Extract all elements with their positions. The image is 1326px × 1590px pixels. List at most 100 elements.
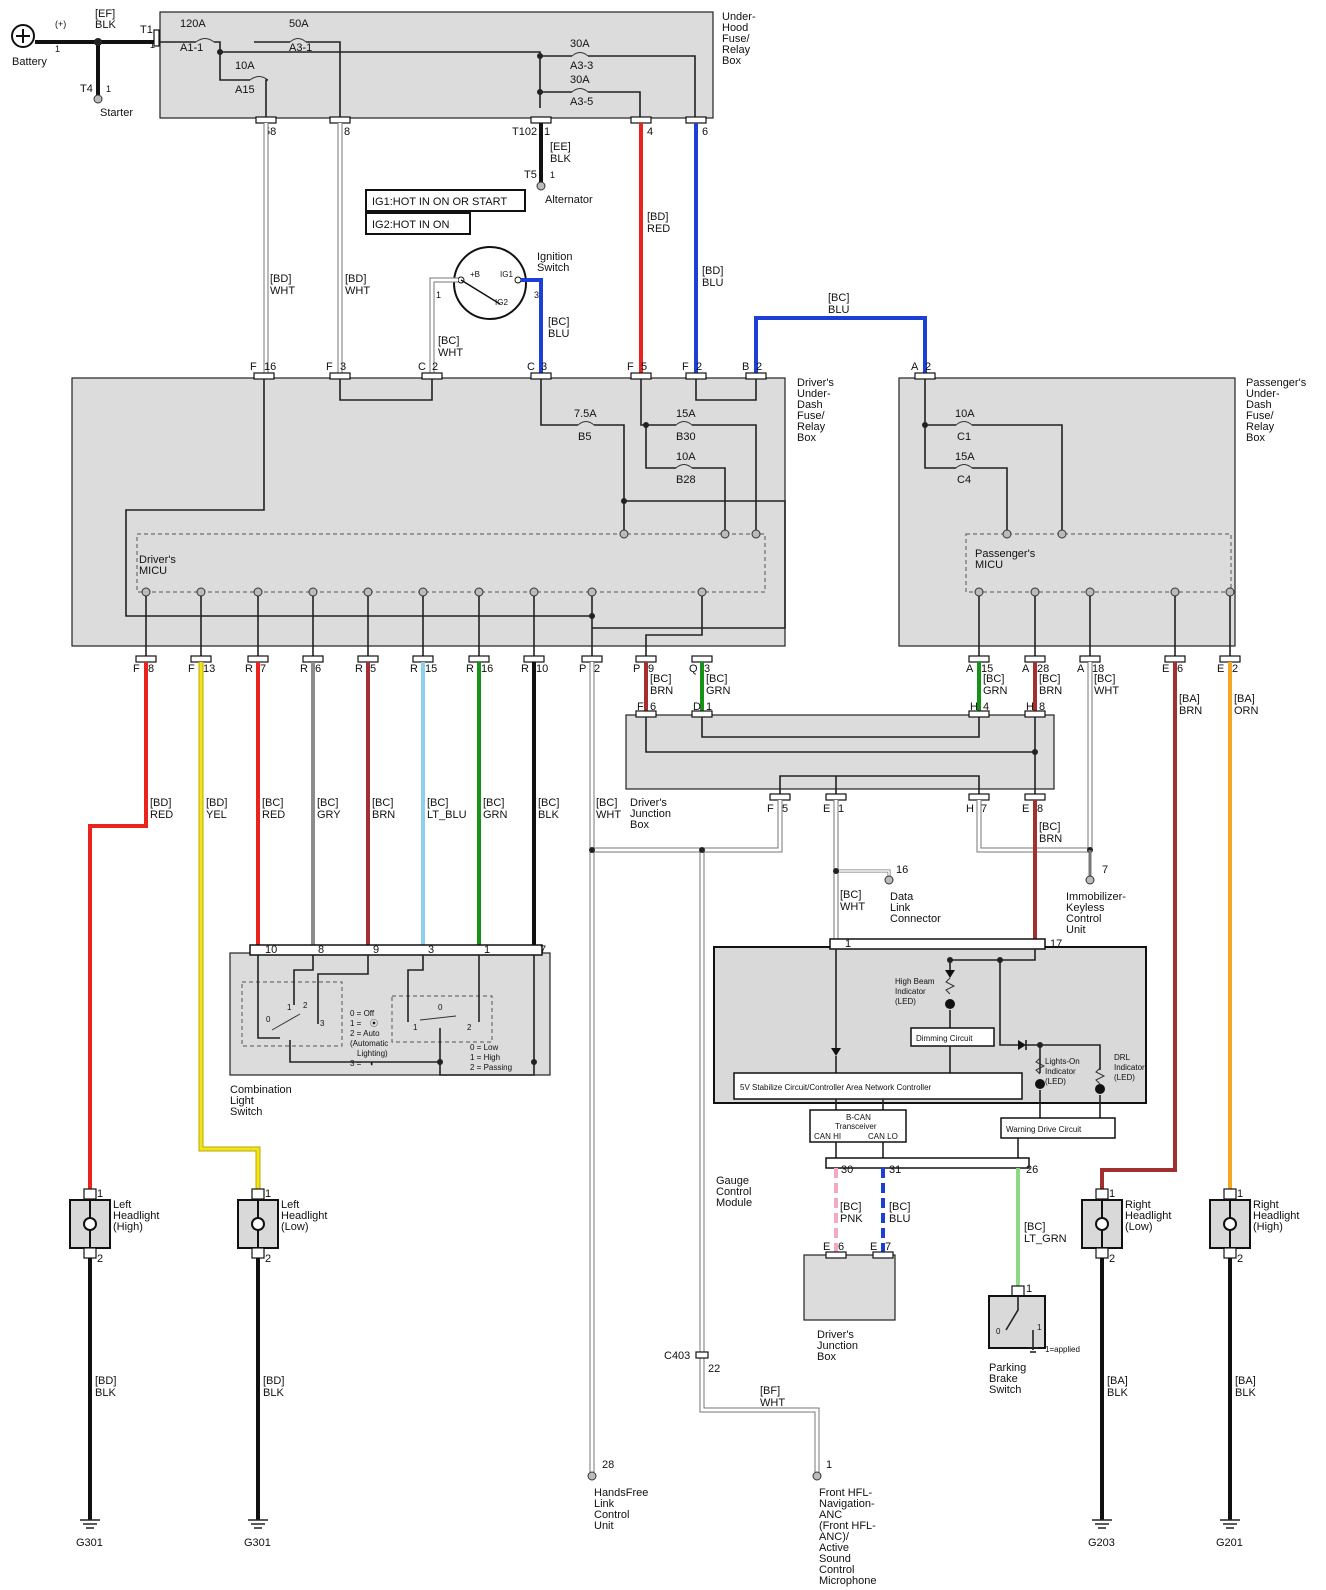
svg-text:BRN: BRN <box>650 685 673 697</box>
dimming-label: Dimming Circuit <box>916 1034 973 1043</box>
fuse-a3-3-amps: 30A <box>570 38 590 50</box>
svg-text:H: H <box>1026 701 1034 713</box>
w-uh58-code: [BD] <box>270 273 291 285</box>
parking-light-icon: ⦿ <box>370 1019 378 1028</box>
svg-text:[BC]: [BC] <box>706 673 727 685</box>
ign-ig2: IG2 <box>495 298 508 307</box>
svg-text:ORN: ORN <box>1234 705 1259 717</box>
svg-text:3: 3 <box>704 663 710 675</box>
svg-text:Fuse/: Fuse/ <box>722 33 750 45</box>
svg-text:DRL: DRL <box>1114 1053 1131 1062</box>
svg-text:[BC]: [BC] <box>1094 673 1115 685</box>
immob-name: Immobilizer- Keyless Control Unit <box>1066 891 1126 936</box>
hl-left-high-name: Left Headlight (High) <box>113 1199 159 1233</box>
svg-text:BLK: BLK <box>538 809 559 821</box>
alt-wire-color: BLK <box>550 153 571 165</box>
svg-text:Hood: Hood <box>722 22 748 34</box>
svg-text:E: E <box>1217 663 1224 675</box>
hl-left-low-name: Left Headlight (Low) <box>281 1199 327 1233</box>
svg-text:F: F <box>627 361 634 373</box>
svg-text:Relay: Relay <box>722 44 751 56</box>
svg-text:[BC]: [BC] <box>840 889 861 901</box>
ig2-info-box <box>365 212 471 235</box>
driver-junction-box-2 <box>803 1254 896 1321</box>
svg-text:D: D <box>693 701 701 713</box>
svg-text:P: P <box>579 663 586 675</box>
svg-text:Junction: Junction <box>817 1340 858 1352</box>
svg-text:0 = Off: 0 = Off <box>350 1009 375 1018</box>
svg-text:(Automatic: (Automatic <box>350 1039 388 1048</box>
svg-text:1 = High: 1 = High <box>470 1053 500 1062</box>
mic-name: Front HFL- Navigation- ANC (Front HFL- A… <box>819 1487 876 1587</box>
alt-pin: 1 <box>550 170 555 180</box>
lights-on-label: Lights-On Indicator (LED) <box>1045 1057 1080 1086</box>
junction-name: Driver's Junction Box <box>630 797 671 831</box>
svg-text:[BC]: [BC] <box>1039 821 1060 833</box>
ground-g301-right: G301 <box>244 1537 271 1549</box>
underhood-fuse-box <box>159 11 714 119</box>
w-uh8-color: WHT <box>345 285 370 297</box>
svg-text:2: 2 <box>265 1253 271 1265</box>
svg-text:[BC]: [BC] <box>1024 1221 1045 1233</box>
headlight-right-high <box>1209 1188 1251 1259</box>
mic-pin: 1 <box>826 1459 832 1471</box>
svg-text:30: 30 <box>841 1164 853 1176</box>
svg-text:Sound: Sound <box>819 1553 851 1565</box>
svg-text:[BD]: [BD] <box>150 797 171 809</box>
svg-text:[BA]: [BA] <box>1235 1375 1256 1387</box>
battery-pin: 1 <box>55 44 60 54</box>
alternator-label: Alternator <box>545 194 593 206</box>
t4-pin: 1 <box>106 84 111 94</box>
combo-connector <box>249 944 543 956</box>
svg-text:6: 6 <box>650 701 656 713</box>
svg-text:F: F <box>767 803 774 815</box>
svg-text:WHT: WHT <box>596 809 621 821</box>
svg-text:F: F <box>188 663 195 675</box>
dlc-name: Data Link Connector <box>890 891 941 925</box>
svg-text:2: 2 <box>925 361 931 373</box>
svg-text:2: 2 <box>467 1023 472 1032</box>
svg-text:9: 9 <box>373 944 379 956</box>
svg-text:Switch: Switch <box>230 1106 262 1118</box>
svg-text:WHT: WHT <box>760 1397 785 1409</box>
svg-text:GRY: GRY <box>317 809 341 821</box>
ign-name-2: Switch <box>537 262 569 274</box>
svg-text:1: 1 <box>1026 1283 1032 1295</box>
svg-text:Transceiver: Transceiver <box>835 1122 877 1131</box>
pass-micu-2: MICU <box>975 559 1003 571</box>
svg-text:CAN LO: CAN LO <box>868 1132 898 1141</box>
svg-text:WHT: WHT <box>1094 685 1119 697</box>
svg-text:(High): (High) <box>113 1221 143 1233</box>
svg-text:CAN HI: CAN HI <box>814 1132 841 1141</box>
svg-text:Right: Right <box>1253 1199 1279 1211</box>
svg-text:GRN: GRN <box>706 685 731 697</box>
svg-text:[BC]: [BC] <box>1039 673 1060 685</box>
svg-text:R: R <box>466 663 474 675</box>
alt-wire-code: [EE] <box>550 141 571 153</box>
svg-text:E: E <box>823 803 830 815</box>
svg-text:1: 1 <box>1237 1188 1243 1200</box>
svg-text:1: 1 <box>484 944 490 956</box>
svg-text:7: 7 <box>540 944 546 956</box>
svg-text:Right: Right <box>1125 1199 1151 1211</box>
battery-wire-color: BLK <box>95 19 116 31</box>
fuse-b5-amps: 7.5A <box>574 408 597 420</box>
svg-text:0: 0 <box>438 1003 443 1012</box>
svg-text:10: 10 <box>536 663 548 675</box>
svg-text:Navigation-: Navigation- <box>819 1498 875 1510</box>
w-uh8-code: [BD] <box>345 273 366 285</box>
svg-text:1: 1 <box>838 803 844 815</box>
svg-text:Immobilizer-: Immobilizer- <box>1066 891 1126 903</box>
dimming-circuit-box <box>910 1027 995 1047</box>
svg-text:7: 7 <box>885 1241 891 1253</box>
svg-text:2: 2 <box>1109 1253 1115 1265</box>
svg-text:Fuse/: Fuse/ <box>797 410 825 422</box>
svg-text:8: 8 <box>1039 701 1045 713</box>
svg-text:15: 15 <box>981 663 993 675</box>
fuse-b30-id: B30 <box>676 431 696 443</box>
svg-text:2: 2 <box>1237 1253 1243 1265</box>
ground-g201: G201 <box>1216 1537 1243 1549</box>
svg-text:H: H <box>970 701 978 713</box>
hl-right-low-name: Right Headlight (Low) <box>1125 1199 1171 1233</box>
